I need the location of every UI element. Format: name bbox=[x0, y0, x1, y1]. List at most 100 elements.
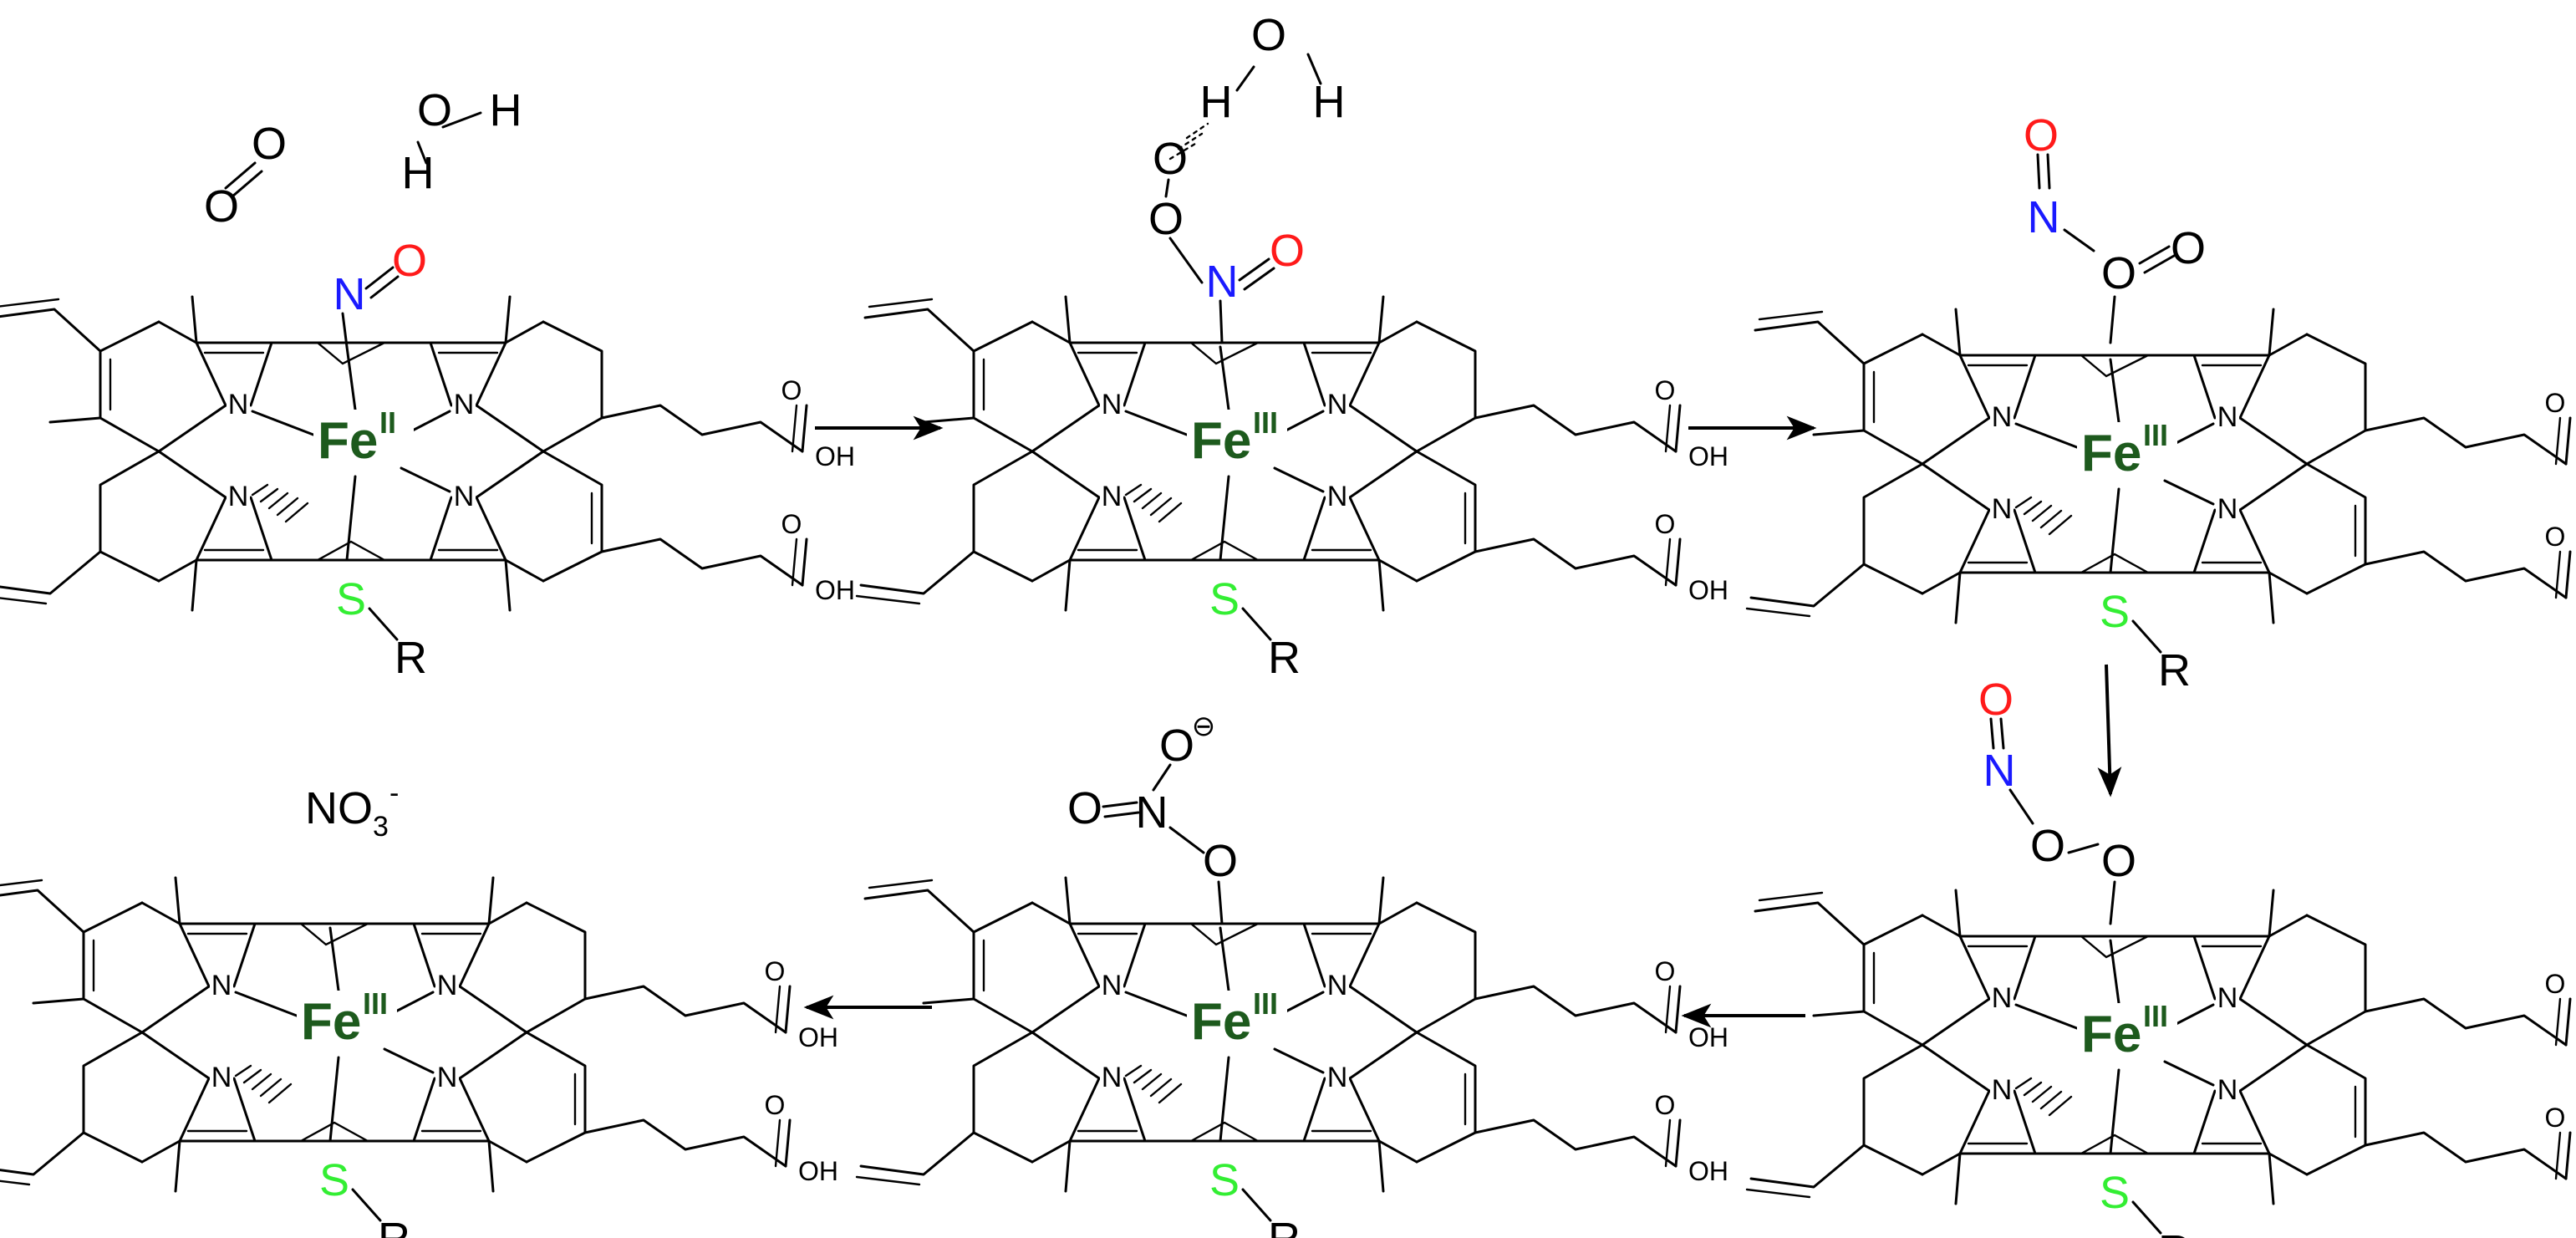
step1-r-group-label: R bbox=[395, 633, 427, 683]
step3-sulfur-label: S bbox=[2100, 587, 2130, 637]
step2-pyrrole-n-4: N bbox=[1327, 481, 1348, 512]
step4-pyrrole-n-3: N bbox=[1992, 1074, 2013, 1106]
step1-nitrosyl-n: N bbox=[333, 269, 366, 319]
step1-dioxygen-o2: O bbox=[252, 119, 287, 169]
step1-carboxyl-o-bottom: O bbox=[781, 509, 802, 539]
step4-terminal-o: O bbox=[1978, 675, 2013, 725]
step5-nitrate-o-double: O bbox=[1067, 783, 1102, 833]
step4-n: N bbox=[1983, 746, 2016, 796]
step3-carboxyl-o-top: O bbox=[2545, 388, 2566, 418]
step3-oxo-o2: O bbox=[2171, 223, 2206, 273]
step2-peroxy-o1: O bbox=[1148, 194, 1184, 244]
step2-n: N bbox=[1206, 257, 1239, 307]
step5-carboxyl-oh-top: OH bbox=[1688, 1022, 1728, 1052]
step4-o2: O bbox=[2030, 821, 2065, 871]
step1-carboxyl-oh-top: OH bbox=[815, 441, 855, 471]
step3-r-group-label: R bbox=[2158, 645, 2191, 695]
step4-fe-label: Fe bbox=[2081, 1006, 2141, 1063]
step2-pyrrole-n-2: N bbox=[1327, 389, 1348, 420]
step3-pyrrole-n-4: N bbox=[2217, 493, 2238, 525]
step4-pyrrole-n-4: N bbox=[2217, 1074, 2238, 1106]
step5-nitrate-o-minus: O bbox=[1159, 721, 1194, 771]
step1-sulfur-label: S bbox=[336, 574, 366, 624]
step5-fe-label: Fe bbox=[1191, 993, 1251, 1051]
ligand-bonds bbox=[224, 53, 2176, 925]
step6-oxidation-state: III bbox=[363, 986, 388, 1021]
step6-carboxyl-o-bottom: O bbox=[765, 1090, 786, 1120]
step5-carboxyl-o-top: O bbox=[1655, 956, 1676, 986]
step2-sulfur-label: S bbox=[1209, 574, 1240, 624]
step3-nitrite-o: O bbox=[2024, 110, 2059, 160]
step6-pyrrole-n-2: N bbox=[437, 970, 458, 1001]
step6-nitrate-subscript: 3 bbox=[373, 811, 389, 843]
step5-bridging-o: O bbox=[1203, 836, 1238, 886]
step4-pyrrole-n-1: N bbox=[1992, 982, 2013, 1014]
step5-pyrrole-n-2: N bbox=[1327, 970, 1348, 1001]
step6-pyrrole-n-4: N bbox=[437, 1062, 458, 1093]
step2-fe-label: Fe bbox=[1191, 412, 1251, 470]
reaction-arrows bbox=[803, 415, 2122, 1028]
step1-water-h2: H bbox=[490, 85, 522, 135]
step1-pyrrole-n-3: N bbox=[228, 481, 249, 512]
step6-pyrrole-n-1: N bbox=[211, 970, 232, 1001]
step1-water-h1: H bbox=[402, 148, 435, 198]
step6-fe-label: Fe bbox=[301, 993, 361, 1051]
step5-pyrrole-n-4: N bbox=[1327, 1062, 1348, 1093]
step3-pyrrole-n-1: N bbox=[1992, 401, 2013, 433]
step5-oxidation-state: III bbox=[1253, 986, 1278, 1021]
step5-r-group-label: R bbox=[1268, 1214, 1301, 1238]
step6-carboxyl-o-top: O bbox=[765, 956, 786, 986]
step4-carboxyl-o-bottom: O bbox=[2545, 1103, 2566, 1133]
step2-oxidation-state: III bbox=[1253, 405, 1278, 440]
step6-pyrrole-n-3: N bbox=[211, 1062, 232, 1093]
step4-o1: O bbox=[2101, 836, 2136, 886]
step1-water-o: O bbox=[417, 85, 452, 135]
step3-pyrrole-n-2: N bbox=[2217, 401, 2238, 433]
step2-water-h: H bbox=[1313, 77, 1346, 127]
step6-carboxyl-oh-top: OH bbox=[798, 1022, 838, 1052]
step4-oxidation-state: III bbox=[2143, 999, 2168, 1033]
step1-dioxygen-o1: O bbox=[204, 181, 239, 232]
step6-r-group-label: R bbox=[378, 1214, 410, 1238]
step3-carboxyl-o-bottom: O bbox=[2545, 522, 2566, 552]
step3-fe-label: Fe bbox=[2081, 425, 2141, 482]
step2-pyrrole-n-3: N bbox=[1102, 481, 1123, 512]
step5-carboxyl-oh-bottom: OH bbox=[1688, 1156, 1728, 1186]
step6-carboxyl-oh-bottom: OH bbox=[798, 1156, 838, 1186]
arrow-step3-to-step4 bbox=[2097, 664, 2122, 797]
step2-carboxyl-oh-bottom: OH bbox=[1688, 575, 1728, 605]
step6-nitrate-superscript: - bbox=[389, 777, 399, 809]
step2-r-group-label: R bbox=[1268, 633, 1301, 683]
step1-pyrrole-n-2: N bbox=[454, 389, 475, 420]
step4-sulfur-label: S bbox=[2100, 1168, 2130, 1218]
step1-carboxyl-oh-bottom: OH bbox=[815, 575, 855, 605]
step3-oxo-o: O bbox=[2101, 248, 2136, 298]
step5-carboxyl-o-bottom: O bbox=[1655, 1090, 1676, 1120]
step6-nitrate-label: NO bbox=[305, 783, 373, 833]
step1-pyrrole-n-4: N bbox=[454, 481, 475, 512]
step2-nitroso-o: O bbox=[1270, 226, 1305, 276]
step5-negative-charge: ⊖ bbox=[1192, 711, 1216, 742]
step4-pyrrole-n-2: N bbox=[2217, 982, 2238, 1014]
step2-carboxyl-o-top: O bbox=[1655, 375, 1676, 405]
step2-carboxyl-oh-top: OH bbox=[1688, 441, 1728, 471]
step5-pyrrole-n-3: N bbox=[1102, 1062, 1123, 1093]
step6-sulfur-label: S bbox=[319, 1155, 349, 1205]
step4-r-group-label: R bbox=[2158, 1226, 2191, 1238]
step1-pyrrole-n-1: N bbox=[228, 389, 249, 420]
step5-sulfur-label: S bbox=[1209, 1155, 1240, 1205]
step1-fe-label: Fe bbox=[318, 412, 378, 470]
step2-carboxyl-o-bottom: O bbox=[1655, 509, 1676, 539]
step4-carboxyl-o-top: O bbox=[2545, 969, 2566, 999]
step2-water-o: O bbox=[1251, 10, 1286, 60]
step3-nitrite-n: N bbox=[2028, 192, 2060, 242]
step5-nitrate-n: N bbox=[1136, 787, 1168, 838]
step2-h-bond-h: H bbox=[1200, 77, 1233, 127]
step1-carboxyl-o-top: O bbox=[781, 375, 802, 405]
step1-oxidation-state: II bbox=[379, 405, 396, 440]
step5-pyrrole-n-1: N bbox=[1102, 970, 1123, 1001]
step3-oxidation-state: III bbox=[2143, 418, 2168, 452]
